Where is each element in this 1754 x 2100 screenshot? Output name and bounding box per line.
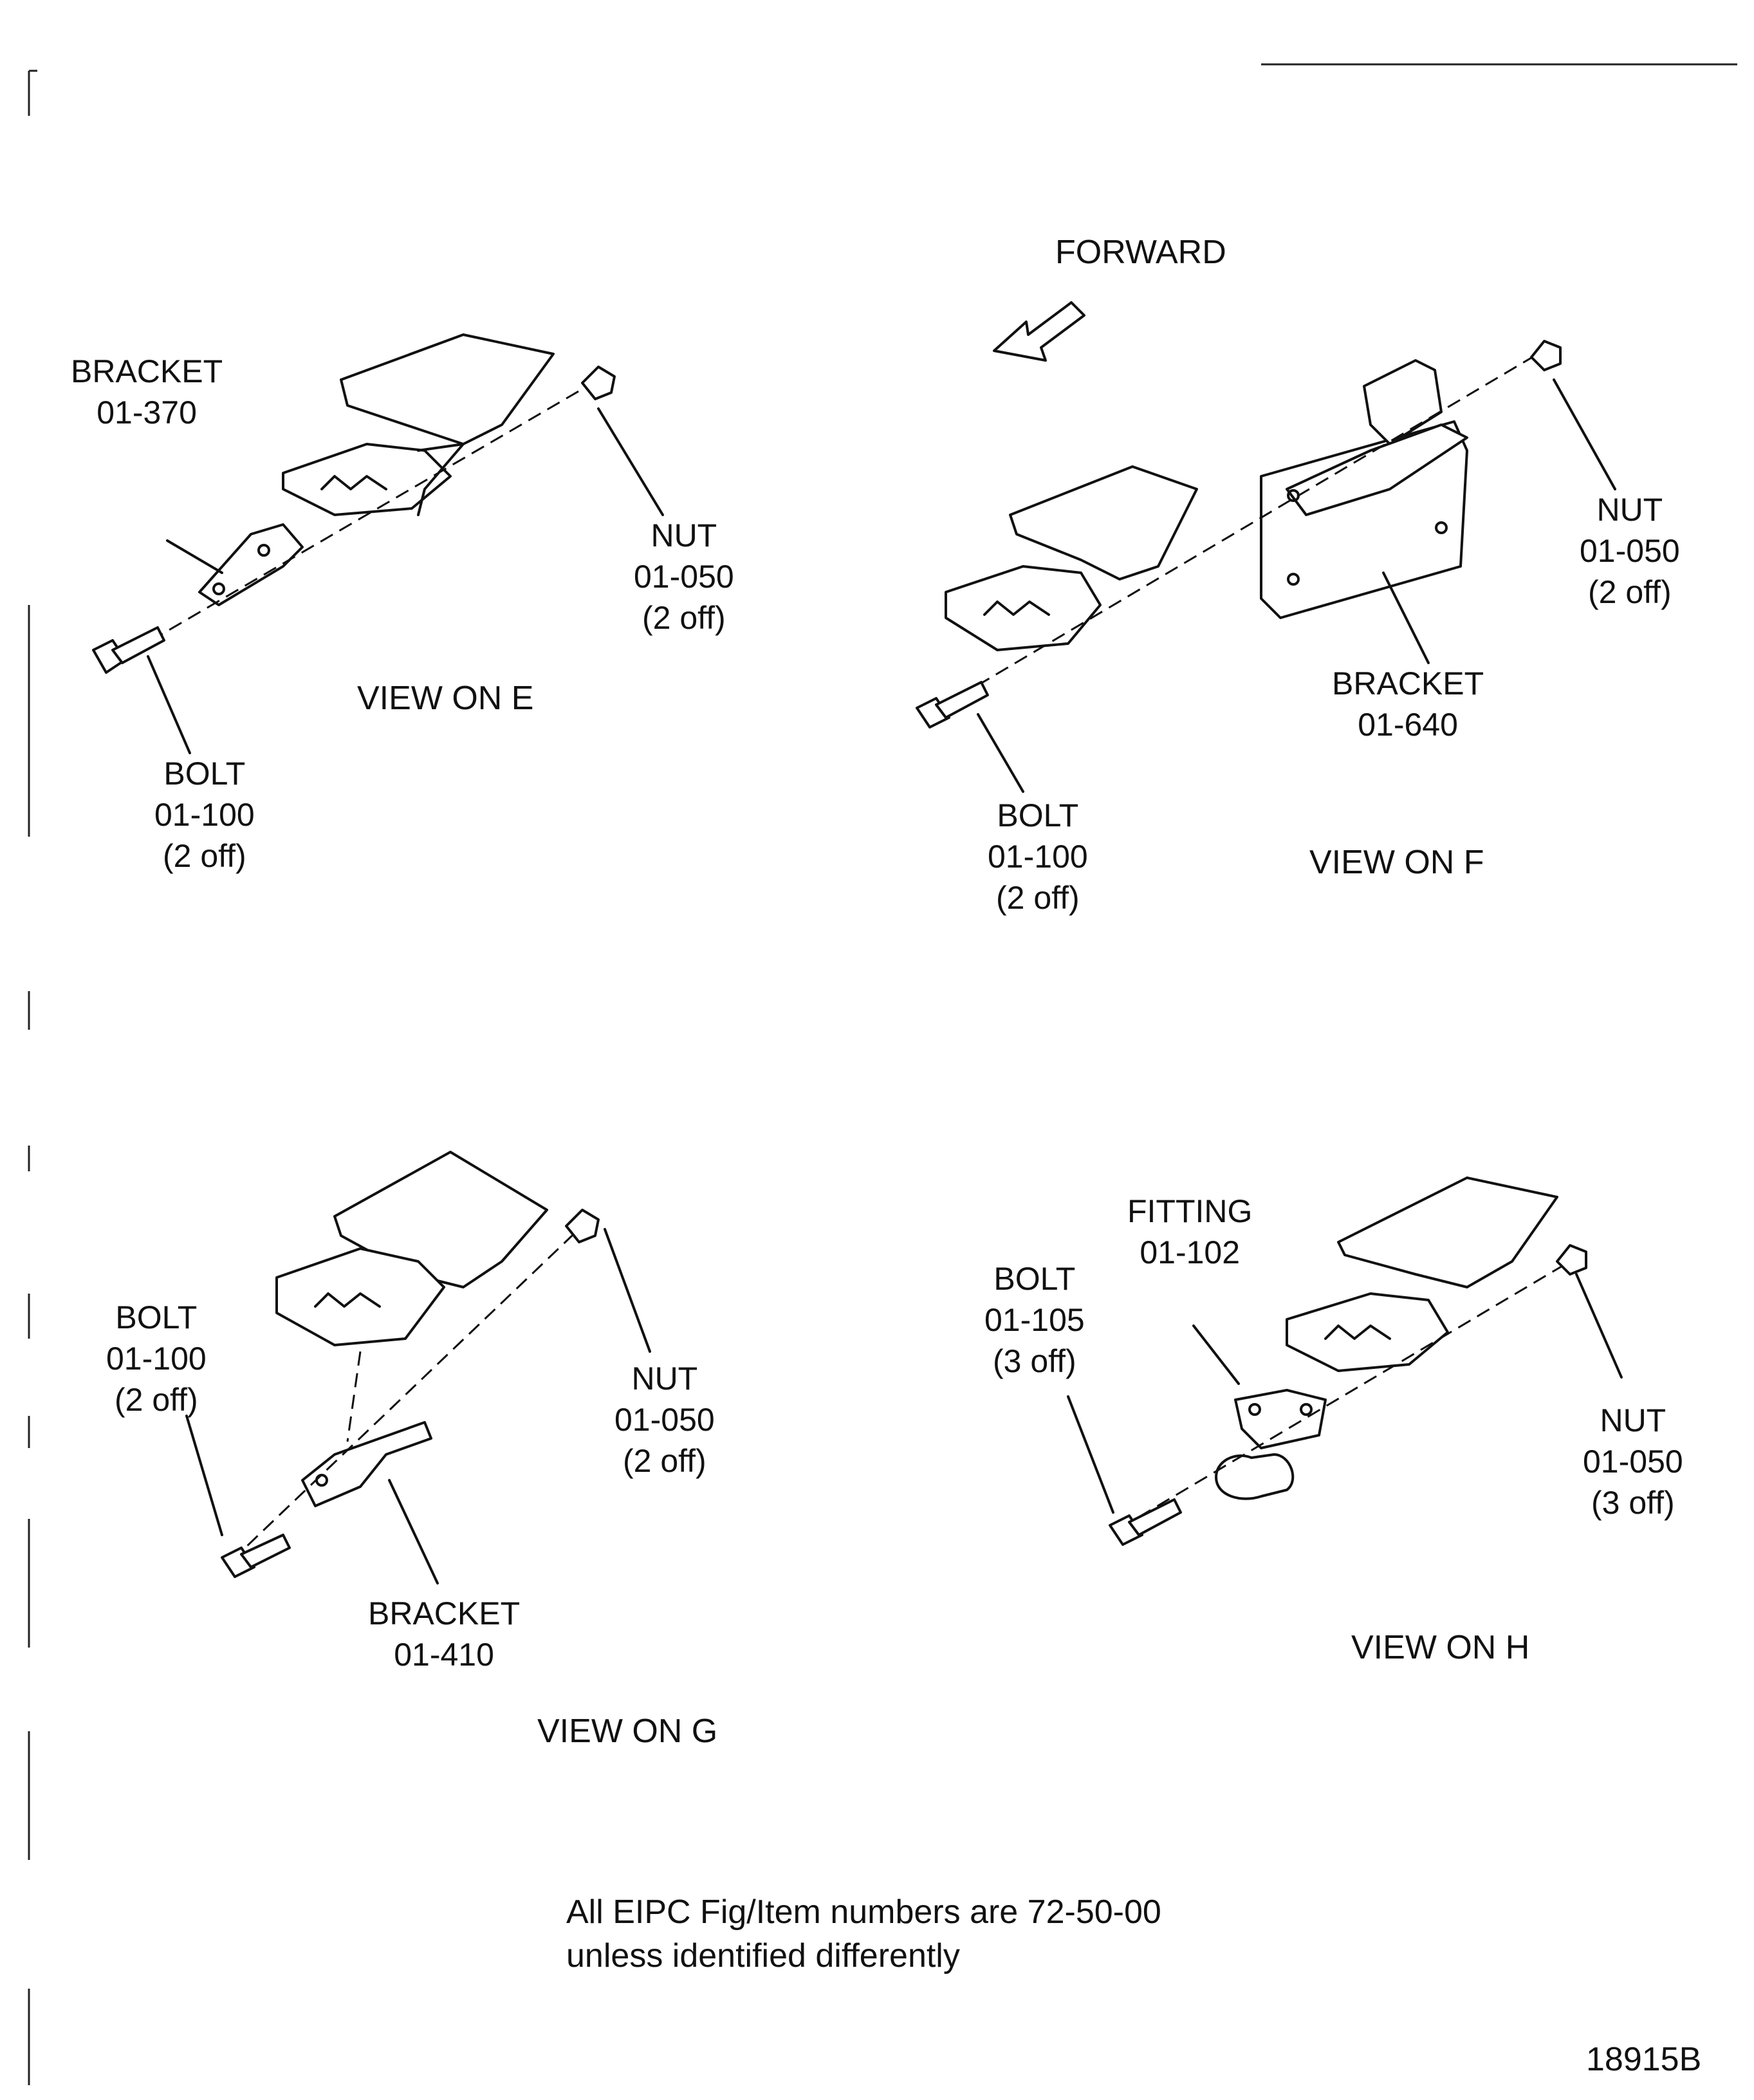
view-h-fitting-item: 01-102 (1140, 1234, 1241, 1270)
view-h-fitting-name: FITTING (1127, 1193, 1253, 1229)
view-g-bracket-name: BRACKET (368, 1595, 521, 1631)
view-h-nut-item: 01-050 (1583, 1444, 1683, 1480)
view-h-bolt-item: 01-105 (984, 1302, 1085, 1338)
view-e-bolt-label: BOLT 01-100 (2 off) (154, 753, 255, 877)
view-e-nut-name: NUT (651, 517, 717, 553)
view-h-bolt-name: BOLT (993, 1261, 1076, 1297)
view-e-bracket-item: 01-370 (97, 395, 197, 431)
view-g-nut-item: 01-050 (614, 1402, 715, 1438)
view-g-assembly (185, 1151, 651, 1584)
view-f-nut-qty: (2 off) (1588, 574, 1672, 610)
forward-arrow-icon (993, 301, 1085, 362)
view-g-bracket-item: 01-410 (394, 1637, 494, 1673)
view-e-bracket-label: BRACKET 01-370 (71, 351, 223, 433)
view-e-bolt-name: BOLT (163, 756, 246, 792)
view-g-bracket-label: BRACKET 01-410 (368, 1593, 520, 1675)
view-f-bolt-qty: (2 off) (996, 880, 1080, 916)
view-g-bolt-item: 01-100 (106, 1341, 207, 1377)
view-f-bolt-label: BOLT 01-100 (2 off) (988, 795, 1088, 918)
eipc-note: All EIPC Fig/Item numbers are 72-50-00 u… (566, 1891, 1161, 1978)
view-h-fitting-label: FITTING 01-102 (1127, 1191, 1252, 1273)
view-h-bolt-label: BOLT 01-105 (3 off) (984, 1258, 1085, 1382)
view-h-nut-label: NUT 01-050 (3 off) (1583, 1400, 1683, 1523)
eipc-note-line-2: unless identified differently (566, 1937, 960, 1975)
view-h-nut-qty: (3 off) (1591, 1485, 1675, 1521)
view-e-bolt-item: 01-100 (154, 797, 255, 833)
view-e-nut-label: NUT 01-050 (2 off) (634, 515, 734, 638)
view-f-title: VIEW ON F (1309, 844, 1484, 881)
view-e-nut-item: 01-050 (634, 559, 734, 595)
forward-label: FORWARD (1055, 234, 1226, 271)
view-f-bracket-item: 01-640 (1358, 707, 1458, 743)
view-e-bolt-qty: (2 off) (163, 838, 246, 874)
view-f-nut-item: 01-050 (1580, 533, 1680, 569)
view-f-assembly (916, 340, 1616, 793)
view-e-bracket-name: BRACKET (71, 353, 223, 389)
view-h-title: VIEW ON H (1351, 1629, 1530, 1666)
view-g-bolt-qty: (2 off) (115, 1382, 198, 1418)
view-h-bolt-qty: (3 off) (993, 1343, 1076, 1379)
view-g-nut-qty: (2 off) (623, 1443, 706, 1479)
eipc-note-line-1: All EIPC Fig/Item numbers are 72-50-00 (566, 1893, 1161, 1931)
view-h-nut-name: NUT (1600, 1402, 1666, 1438)
view-e-assembly (92, 333, 664, 754)
margin-bars (28, 63, 1737, 2085)
view-g-nut-label: NUT 01-050 (2 off) (614, 1358, 715, 1482)
view-g-bolt-name: BOLT (115, 1299, 198, 1335)
view-h-assembly (1067, 1176, 1623, 1546)
figure-id: 18915B (1586, 2041, 1702, 2078)
view-e-nut-qty: (2 off) (642, 600, 726, 636)
view-g-bolt-label: BOLT 01-100 (2 off) (106, 1297, 207, 1420)
view-g-title: VIEW ON G (537, 1713, 718, 1750)
view-f-bracket-name: BRACKET (1332, 665, 1484, 702)
view-f-bolt-name: BOLT (997, 797, 1079, 833)
view-g-nut-name: NUT (631, 1361, 698, 1397)
view-e-title: VIEW ON E (357, 680, 534, 717)
view-f-nut-name: NUT (1596, 492, 1663, 528)
view-f-bolt-item: 01-100 (988, 839, 1088, 875)
view-f-bracket-label: BRACKET 01-640 (1332, 663, 1484, 745)
view-f-nut-label: NUT 01-050 (2 off) (1580, 489, 1680, 613)
